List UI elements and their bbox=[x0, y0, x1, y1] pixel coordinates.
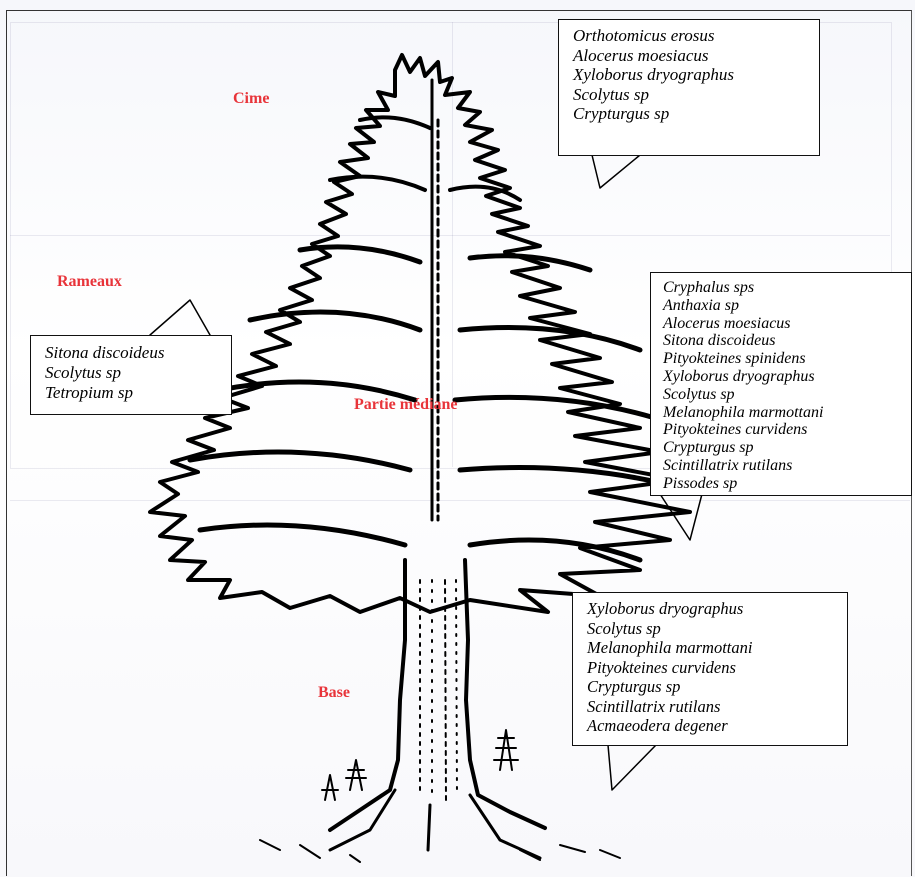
species-item: Sitona discoideus bbox=[45, 343, 231, 363]
zone-label-base: Base bbox=[318, 684, 350, 702]
species-item: Melanophila marmottani bbox=[587, 638, 847, 658]
small-tree bbox=[346, 760, 366, 790]
species-item: Xyloborus dryographus bbox=[587, 599, 847, 619]
branch-stroke bbox=[200, 525, 405, 545]
species-item: Anthaxia sp bbox=[663, 297, 911, 315]
species-item: Melanophila marmottani bbox=[663, 404, 911, 422]
species-item: Crypturgus sp bbox=[587, 677, 847, 697]
callout-box-rameaux: Sitona discoideus Scolytus sp Tetropium … bbox=[30, 335, 232, 415]
species-item: Pissodes sp bbox=[663, 475, 911, 493]
callout-tail-cime bbox=[592, 155, 640, 188]
callout-tail-mediane bbox=[660, 494, 702, 540]
species-item: Xyloborus dryographus bbox=[573, 65, 819, 85]
species-item: Scolytus sp bbox=[45, 363, 231, 383]
species-item: Tetropium sp bbox=[45, 383, 231, 403]
species-item: Crypturgus sp bbox=[573, 104, 819, 124]
species-item: Crypturgus sp bbox=[663, 439, 911, 457]
species-item: Pityokteines curvidens bbox=[587, 658, 847, 678]
small-tree bbox=[322, 775, 338, 800]
callout-box-partie-mediane: Cryphalus sps Anthaxia sp Alocerus moesi… bbox=[650, 272, 912, 496]
species-item: Scolytus sp bbox=[587, 619, 847, 639]
root bbox=[470, 795, 540, 858]
species-item: Acmaeodera degener bbox=[587, 716, 847, 736]
species-item: Scintillatrix rutilans bbox=[587, 697, 847, 717]
branch-stroke bbox=[455, 397, 655, 418]
species-item: Pityokteines curvidens bbox=[663, 421, 911, 439]
species-item: Xyloborus dryographus bbox=[663, 368, 911, 386]
species-item: Scintillatrix rutilans bbox=[663, 457, 911, 475]
callout-box-base: Xyloborus dryographus Scolytus sp Melano… bbox=[572, 592, 848, 746]
zone-label-partie-mediane: Partie médiane bbox=[354, 396, 458, 414]
species-item: Orthotomicus erosus bbox=[573, 26, 819, 46]
callout-tail-base bbox=[608, 745, 656, 790]
zone-label-rameaux: Rameaux bbox=[57, 273, 122, 291]
root bbox=[330, 790, 395, 850]
species-item: Sitona discoideus bbox=[663, 332, 911, 350]
species-item: Cryphalus sps bbox=[663, 279, 911, 297]
species-item: Pityokteines spinidens bbox=[663, 350, 911, 368]
species-item: Scolytus sp bbox=[573, 85, 819, 105]
callout-tail-rameaux bbox=[150, 300, 210, 335]
ground bbox=[260, 840, 620, 862]
species-item: Scolytus sp bbox=[663, 386, 911, 404]
branch-stroke bbox=[190, 452, 410, 470]
callout-box-cime: Orthotomicus erosus Alocerus moesiacus X… bbox=[558, 19, 820, 156]
small-tree bbox=[494, 730, 518, 770]
bark bbox=[456, 580, 457, 795]
root bbox=[428, 805, 430, 850]
species-item: Alocerus moesiacus bbox=[663, 315, 911, 333]
species-item: Alocerus moesiacus bbox=[573, 46, 819, 66]
zone-label-cime: Cime bbox=[233, 90, 269, 108]
bark bbox=[445, 580, 446, 800]
